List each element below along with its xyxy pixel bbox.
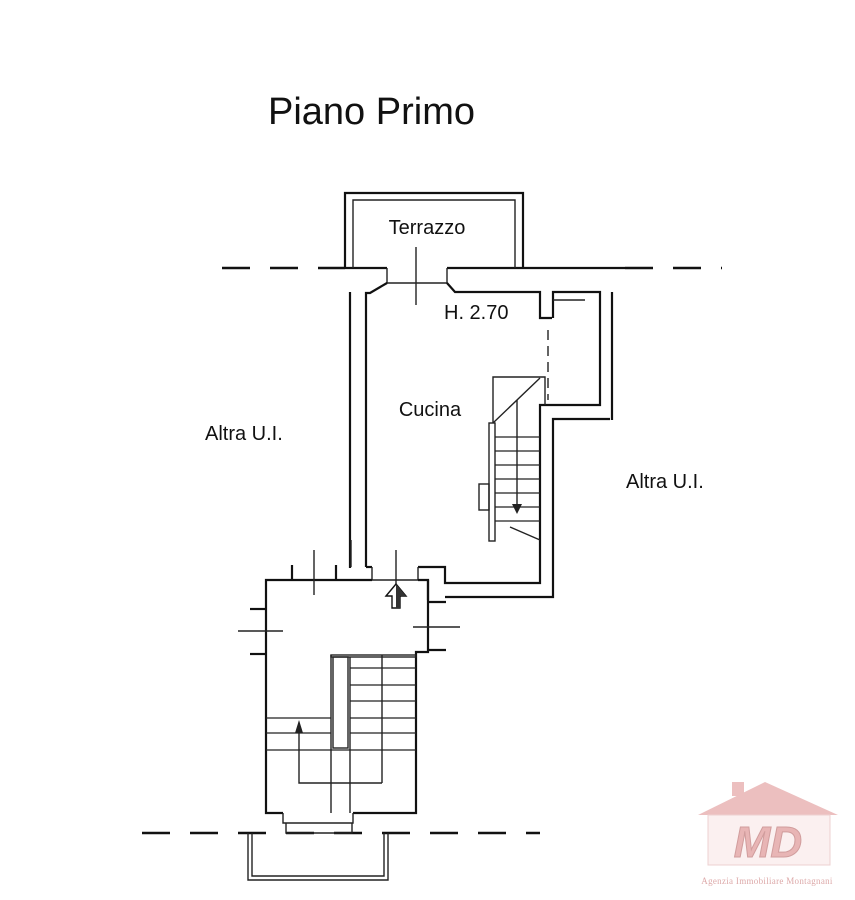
common-stairwell [238, 540, 460, 881]
other-unit-right-label: Altra U.I. [626, 471, 704, 493]
entrance-arrow-icon [384, 550, 408, 609]
logo-initials: MD [734, 818, 802, 867]
ceiling-height-label: H. 2.70 [444, 302, 508, 324]
agency-logo: MD Agenzia Immobiliare Montagnani [698, 782, 838, 886]
kitchen-label: Cucina [399, 399, 462, 421]
plan-title: Piano Primo [268, 91, 475, 133]
kitchen-staircase [478, 376, 546, 542]
logo-agency-name: Agenzia Immobiliare Montagnani [701, 876, 833, 886]
stair-up-arrow-icon [295, 720, 303, 733]
other-unit-left-label: Altra U.I. [205, 423, 283, 445]
kitchen: Cucina H. 2.70 [348, 282, 614, 600]
terrace-label: Terrazzo [389, 217, 466, 239]
stair-down-arrow-icon [512, 504, 522, 514]
terrace: Terrazzo [343, 191, 525, 305]
